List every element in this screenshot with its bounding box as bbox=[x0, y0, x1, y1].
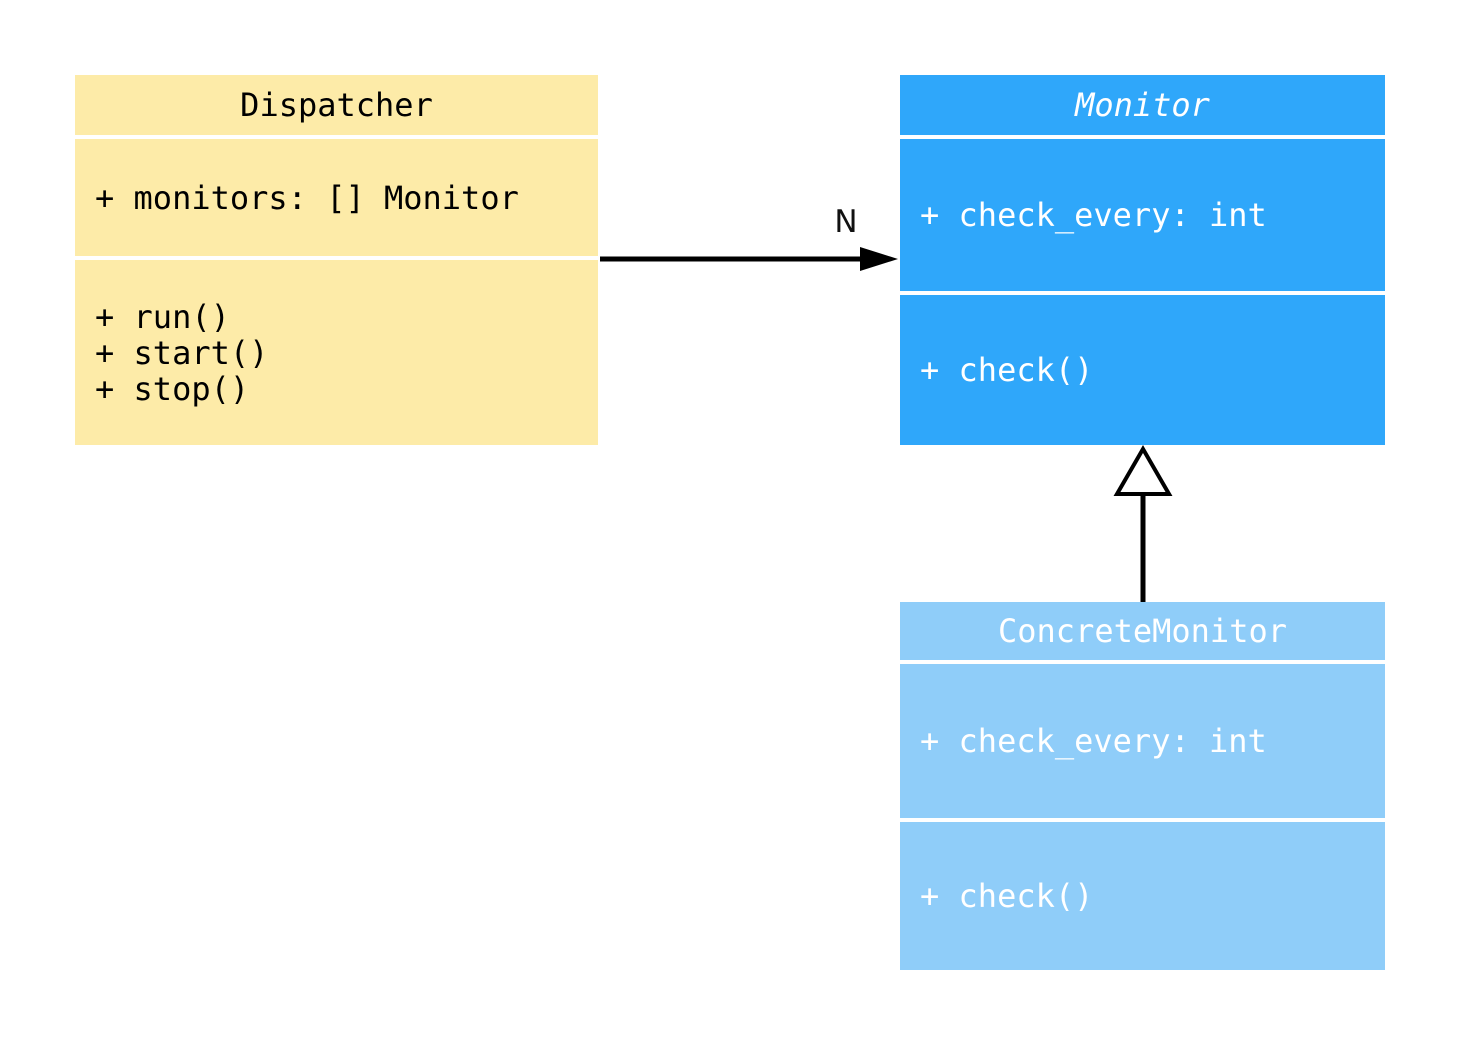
class-title: Dispatcher bbox=[75, 75, 598, 135]
class-title: Monitor bbox=[900, 75, 1385, 135]
method-row: + stop() bbox=[95, 369, 250, 408]
attribute-row: + check_every: int bbox=[920, 196, 1267, 234]
attributes-compartment: + check_every: int bbox=[900, 139, 1385, 291]
method-row: + check() bbox=[920, 351, 1094, 389]
generalization-triangle-icon bbox=[1113, 445, 1173, 496]
methods-compartment: + run() + start() + stop() bbox=[75, 260, 598, 445]
attribute-row: + check_every: int bbox=[920, 722, 1267, 760]
attributes-compartment: + check_every: int bbox=[900, 664, 1385, 818]
method-row: + check() bbox=[920, 877, 1094, 915]
class-title: ConcreteMonitor bbox=[900, 602, 1385, 660]
attributes-compartment: + monitors: [] Monitor bbox=[75, 139, 598, 256]
method-row: + start() bbox=[95, 333, 269, 372]
class-node-monitor: Monitor + check_every: int + check() bbox=[900, 75, 1385, 445]
association-arrowhead-icon bbox=[860, 247, 898, 271]
methods-compartment: + check() bbox=[900, 295, 1385, 445]
association-multiplicity-label: N bbox=[834, 204, 858, 240]
method-row: + run() bbox=[95, 297, 230, 336]
attribute-row: + monitors: [] Monitor bbox=[95, 178, 519, 217]
class-node-concrete-monitor: ConcreteMonitor + check_every: int + che… bbox=[900, 602, 1385, 970]
methods-compartment: + check() bbox=[900, 822, 1385, 970]
class-node-dispatcher: Dispatcher + monitors: [] Monitor + run(… bbox=[75, 75, 598, 445]
